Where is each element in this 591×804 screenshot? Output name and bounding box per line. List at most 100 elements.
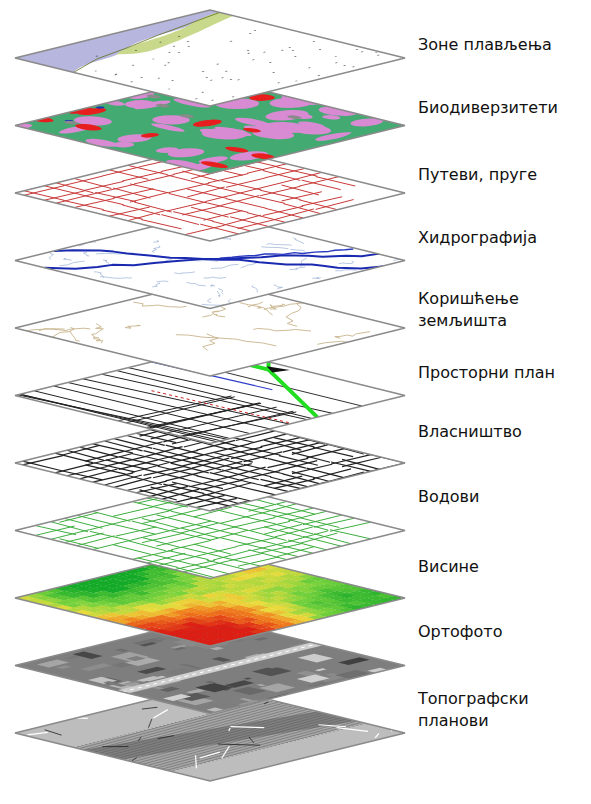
map-detail bbox=[127, 481, 167, 491]
layer-label: Власништво bbox=[418, 421, 588, 443]
map-detail bbox=[272, 71, 275, 74]
map-detail bbox=[230, 78, 233, 81]
map-detail bbox=[240, 127, 264, 133]
map-detail bbox=[152, 390, 292, 425]
map-detail bbox=[115, 648, 130, 652]
map-detail bbox=[257, 698, 370, 726]
map-detail bbox=[243, 677, 252, 679]
map-detail bbox=[263, 51, 266, 54]
map-detail bbox=[276, 504, 316, 514]
map-detail bbox=[247, 152, 280, 160]
map-detail bbox=[56, 665, 72, 669]
map-detail bbox=[195, 683, 233, 692]
map-detail bbox=[109, 170, 148, 180]
map-detail bbox=[261, 303, 289, 310]
map-detail bbox=[68, 381, 270, 431]
map-detail bbox=[317, 332, 404, 353]
map-detail bbox=[131, 521, 171, 531]
map-detail bbox=[141, 219, 181, 229]
map-detail bbox=[361, 51, 364, 54]
map-detail bbox=[54, 183, 95, 193]
map-detail bbox=[342, 457, 382, 467]
map-detail bbox=[206, 192, 245, 202]
map-detail bbox=[94, 70, 97, 73]
map-detail bbox=[316, 176, 356, 186]
layer-label: Хидрографија bbox=[418, 227, 588, 249]
map-detail bbox=[236, 537, 277, 547]
map-detail bbox=[210, 521, 249, 531]
layer-label: Висине bbox=[418, 556, 588, 578]
map-detail bbox=[240, 737, 263, 743]
map-detail bbox=[211, 263, 238, 270]
map-detail bbox=[167, 61, 170, 64]
map-detail bbox=[132, 453, 172, 463]
map-detail bbox=[174, 270, 195, 275]
map-detail bbox=[254, 29, 257, 32]
map-detail bbox=[177, 114, 197, 119]
map-detail bbox=[15, 618, 405, 714]
map-detail bbox=[205, 76, 208, 79]
map-detail bbox=[186, 495, 225, 505]
layer-label: Ортофото bbox=[418, 621, 588, 643]
map-detail bbox=[141, 538, 181, 548]
map-detail bbox=[67, 466, 108, 476]
map-detail bbox=[153, 103, 173, 108]
map-detail bbox=[44, 186, 83, 196]
map-detail bbox=[132, 530, 171, 540]
map-detail bbox=[182, 205, 222, 215]
map-layer bbox=[15, 208, 439, 312]
map-detail bbox=[128, 165, 168, 175]
map-detail bbox=[130, 184, 170, 194]
map-detail bbox=[202, 298, 220, 303]
map-detail bbox=[295, 80, 298, 83]
map-detail bbox=[338, 657, 370, 665]
map-detail bbox=[83, 702, 356, 769]
map-detail bbox=[25, 12, 269, 72]
map-detail bbox=[153, 637, 167, 640]
map-detail bbox=[260, 186, 300, 196]
map-detail bbox=[311, 105, 365, 118]
map-detail bbox=[169, 755, 222, 768]
map-detail bbox=[139, 642, 156, 646]
map-detail bbox=[59, 260, 84, 266]
map-detail bbox=[285, 115, 305, 120]
map-detail bbox=[204, 275, 226, 281]
map-detail bbox=[119, 460, 158, 470]
map-detail bbox=[176, 328, 276, 353]
map-detail bbox=[294, 55, 297, 58]
map-detail bbox=[103, 681, 127, 687]
map-detail bbox=[137, 667, 167, 674]
map-detail bbox=[129, 511, 170, 521]
map-detail bbox=[63, 518, 103, 528]
map-detail bbox=[227, 467, 268, 477]
map-detail bbox=[177, 51, 180, 54]
map-detail bbox=[275, 209, 316, 219]
map-detail bbox=[292, 464, 332, 474]
map-detail bbox=[201, 91, 204, 94]
map-detail bbox=[130, 99, 176, 110]
map-detail bbox=[202, 70, 205, 73]
map-detail bbox=[93, 540, 132, 550]
map-detail bbox=[167, 406, 277, 433]
map-detail bbox=[112, 545, 152, 555]
map-detail bbox=[160, 147, 211, 160]
map-detail bbox=[249, 32, 252, 35]
map-detail bbox=[230, 116, 277, 127]
map-detail bbox=[206, 184, 245, 194]
map-detail bbox=[142, 514, 181, 524]
map-layer bbox=[15, 145, 405, 241]
map-detail bbox=[275, 547, 316, 557]
map-detail bbox=[312, 40, 315, 43]
map-detail bbox=[188, 118, 228, 128]
map-detail bbox=[221, 146, 252, 154]
map-detail bbox=[61, 120, 80, 125]
map-detail bbox=[122, 171, 162, 181]
map-detail bbox=[24, 191, 64, 201]
map-detail bbox=[137, 132, 162, 138]
map-detail bbox=[99, 99, 129, 106]
map-detail bbox=[146, 553, 186, 563]
map-detail bbox=[289, 520, 330, 530]
map-detail bbox=[122, 644, 317, 692]
map-detail bbox=[343, 64, 346, 67]
map-detail bbox=[200, 224, 240, 234]
